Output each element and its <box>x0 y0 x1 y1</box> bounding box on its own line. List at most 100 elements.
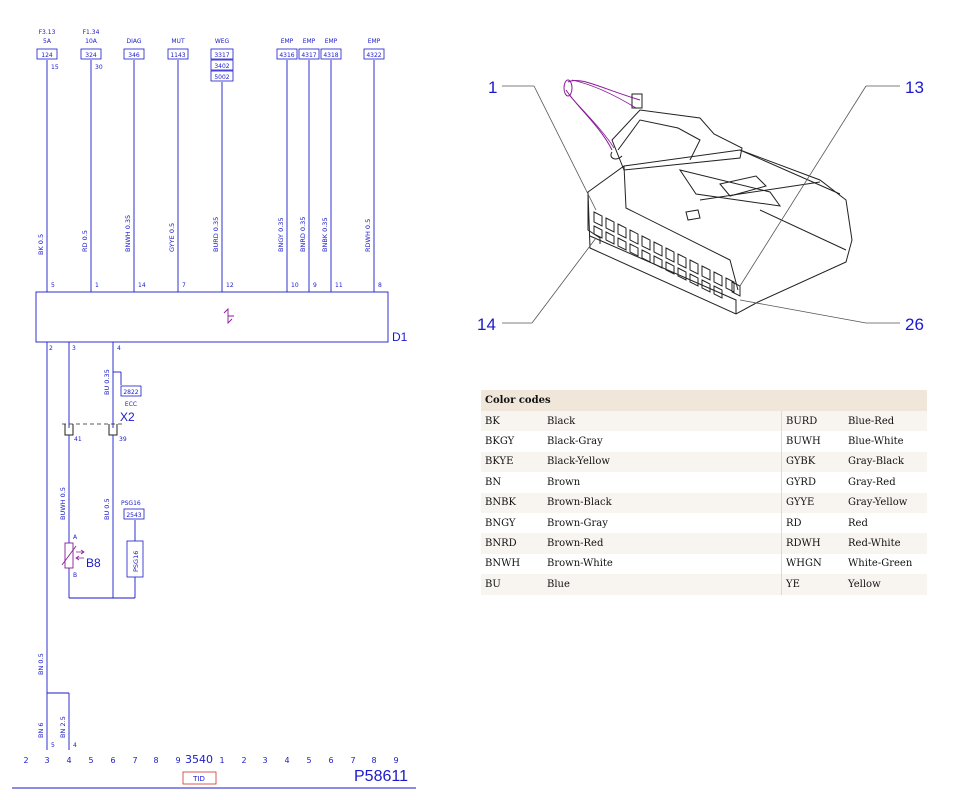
top-boxes: 124 324 346 1143 3317 3402 5002 4316 431… <box>36 48 385 82</box>
code-cell: WHGN <box>781 553 844 575</box>
box-4322: 4322 <box>366 52 381 59</box>
box-346: 346 <box>128 52 140 59</box>
psg-label: PSG16 <box>121 500 141 507</box>
page-code: P58611 <box>354 768 408 785</box>
d1-pin-4: 4 <box>117 345 121 352</box>
code-cell: GYBK <box>781 451 844 473</box>
color-name-cell: Gray-Yellow <box>844 492 927 513</box>
ruler-n-11: 3 <box>262 756 267 765</box>
callout-13: 13 <box>905 78 924 97</box>
pin-9: 9 <box>313 282 317 289</box>
color-name-cell: Blue <box>543 574 782 595</box>
label-emp-3: EMP <box>325 38 338 45</box>
top-labels: F3.13 5A F1.34 10A DIAG MUT WEG EMP EMP … <box>39 29 381 45</box>
code-cell: BUWH <box>781 431 844 452</box>
table-row: BNBK Brown-Black GYYE Gray-Yellow <box>481 492 927 513</box>
code-cell: BNRD <box>481 533 543 554</box>
code-cell: RDWH <box>781 533 844 554</box>
d1-control-unit: D1 2 3 4 <box>35 291 408 352</box>
ruler-n-7: 9 <box>175 756 180 765</box>
pin-cavities <box>593 211 741 299</box>
ruler-n-10: 2 <box>241 756 246 765</box>
color-name-cell: Brown-Black <box>543 492 782 513</box>
pin-14: 14 <box>138 282 146 289</box>
table-row: BK Black BURD Blue-Red <box>481 411 927 432</box>
code-cell: RD <box>781 512 844 534</box>
ruler-n-5: 7 <box>132 756 137 765</box>
code-cell: BK <box>481 411 543 432</box>
ruler-n-4: 6 <box>110 756 115 765</box>
lower-wiring: 2822 ECC BU 0.35 X2 41 39 BUWH 0.5 BU 0.… <box>37 342 145 750</box>
callout-14: 14 <box>477 315 496 334</box>
grid-ruler: 2 3 4 5 6 7 8 9 3540 1 2 3 4 5 6 7 8 9 T… <box>12 753 416 789</box>
photo-sensor-arrows-icon <box>75 549 85 561</box>
wire-bn-25: BN 2.5 <box>59 716 67 738</box>
ruler-n-15: 7 <box>350 756 355 765</box>
color-name-cell: Yellow <box>844 574 927 595</box>
color-name-cell: Brown <box>543 472 782 493</box>
pin-30: 30 <box>95 64 103 71</box>
box-3317: 3317 <box>214 52 229 59</box>
label-diag: DIAG <box>126 38 141 45</box>
code-cell: YE <box>781 574 844 595</box>
pin-10: 10 <box>291 282 299 289</box>
ruler-n-2: 4 <box>66 756 71 765</box>
wire-buwh-05: BUWH 0.5 <box>59 487 67 520</box>
label-mut: MUT <box>171 38 185 45</box>
color-name-cell: Red-White <box>844 533 927 554</box>
ruler-n-8: 3540 <box>185 753 213 766</box>
connector-drawing: 1 13 14 26 <box>477 78 924 334</box>
label-10a: 10A <box>85 38 98 45</box>
box-5002: 5002 <box>214 74 229 81</box>
color-name-cell: Brown-White <box>543 553 782 575</box>
color-codes-table: Color codes BK Black BURD Blue-Red BKGY … <box>481 390 927 595</box>
table-row: BN Brown GYRD Gray-Red <box>481 472 927 493</box>
wire-gyye-05: GYYE 0.5 <box>168 223 176 252</box>
label-emp-2: EMP <box>303 38 316 45</box>
pin-5: 5 <box>51 282 55 289</box>
code-cell: BU <box>481 574 543 595</box>
code-cell: GYRD <box>781 472 844 493</box>
code-cell: BNBK <box>481 492 543 513</box>
ruler-n-9: 1 <box>219 756 224 765</box>
d1-pin-2: 2 <box>49 345 53 352</box>
tid-label: TID <box>192 775 205 783</box>
ruler-n-13: 5 <box>306 756 311 765</box>
ground-pin-4: 4 <box>73 742 77 749</box>
d1-label: D1 <box>392 330 408 344</box>
code-cell: BKGY <box>481 431 543 452</box>
upper-wires: BK 0.5 RD 0.5 BNWH 0.35 GYYE 0.5 BURD 0.… <box>37 60 382 292</box>
b8-pin-b: B <box>73 572 77 579</box>
box-4318: 4318 <box>323 52 338 59</box>
wire-burd-035: BURD 0.35 <box>212 217 220 252</box>
code-cell: BKYE <box>481 451 543 473</box>
wire-bn-05: BN 0.5 <box>37 653 45 675</box>
x2-label: X2 <box>120 410 135 424</box>
label-emp-1: EMP <box>281 38 294 45</box>
wire-bk-05: BK 0.5 <box>37 234 45 255</box>
box-4316: 4316 <box>279 52 294 59</box>
table-title: Color codes <box>481 390 927 411</box>
b8-sensor: B8 A B <box>61 534 101 579</box>
b8-pin-a: A <box>73 534 78 541</box>
ruler-n-14: 6 <box>328 756 333 765</box>
box-324: 324 <box>85 52 97 59</box>
code-cell: BNGY <box>481 512 543 534</box>
psg-box: 2543 <box>126 512 141 519</box>
wire-bnbk-035: BNBK 0.35 <box>321 217 329 252</box>
wire-rd-05: RD 0.5 <box>81 230 89 252</box>
code-cell: GYYE <box>781 492 844 513</box>
ruler-n-12: 4 <box>284 756 289 765</box>
color-name-cell: Brown-Red <box>543 533 782 554</box>
color-name-cell: Black <box>543 411 782 432</box>
table-row: BNRD Brown-Red RDWH Red-White <box>481 533 927 554</box>
table-row: BKYE Black-Yellow GYBK Gray-Black <box>481 451 927 473</box>
transistor-symbol-icon <box>223 307 234 325</box>
code-cell: BURD <box>781 411 844 432</box>
ruler-n-6: 8 <box>153 756 158 765</box>
pin-8: 8 <box>378 282 382 289</box>
box-1143: 1143 <box>170 52 185 59</box>
table-row: BU Blue YE Yellow <box>481 574 927 595</box>
color-name-cell: Brown-Gray <box>543 512 782 534</box>
ecc-box: 2822 <box>123 389 138 396</box>
